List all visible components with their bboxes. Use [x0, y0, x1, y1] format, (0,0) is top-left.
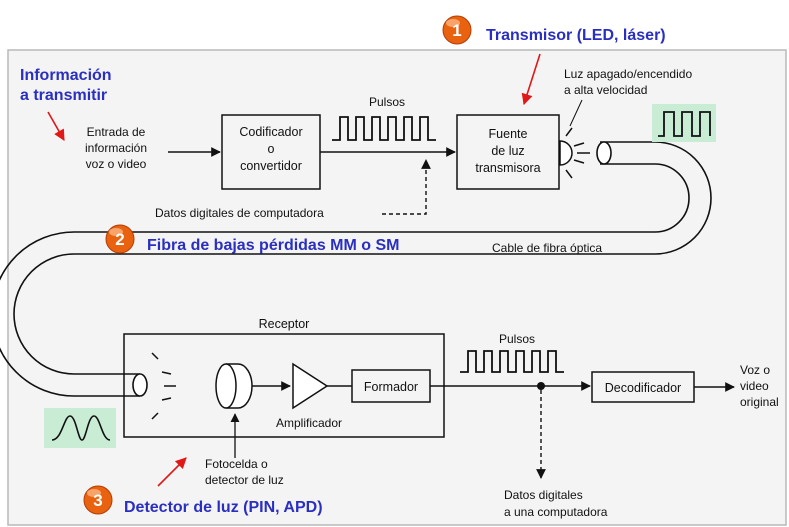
light-rays-icon — [565, 127, 590, 179]
fiber-cable — [0, 141, 712, 397]
shaper-label: Formador — [364, 380, 418, 394]
encoder-label-3: convertidor — [240, 159, 302, 173]
decoder-box — [591, 371, 695, 403]
pulse-train-top — [332, 116, 436, 141]
received-pulse-wave — [51, 415, 111, 441]
info-callout-2: a transmitir — [20, 87, 107, 104]
info-red-arrow — [47, 111, 65, 141]
output-label-3: original — [740, 395, 779, 409]
receptor-label: Receptor — [259, 317, 310, 331]
detector-callout: Detector de luz (PIN, APD) — [124, 499, 323, 516]
digital-out-label-1: Datos digitales — [504, 488, 583, 502]
photocell-label-2: detector de luz — [205, 473, 284, 487]
decoder-label: Decodificador — [605, 381, 681, 395]
light-label-leader — [569, 99, 583, 127]
digital-in-dashed-arrow — [382, 159, 431, 215]
amplifier-label: Amplificador — [276, 416, 342, 430]
source-label-3: transmisora — [475, 161, 540, 175]
light-source-box — [456, 114, 560, 190]
output-label-2: video — [740, 379, 769, 393]
photocell-label-1: Fotocelda o — [205, 457, 268, 471]
led-emitter-icon — [559, 140, 573, 166]
shaper-box — [351, 369, 431, 403]
badge-3: 3 — [83, 485, 113, 515]
pulses-bottom-label: Pulsos — [499, 332, 535, 346]
detector-red-arrow — [157, 457, 187, 487]
source-label-2: de luz — [491, 144, 524, 158]
pulse-train-bottom — [460, 350, 564, 373]
badge-1: 1 — [442, 15, 472, 45]
badge-1-number: 1 — [452, 21, 461, 40]
fiber-end-transmitter — [596, 141, 612, 165]
pulse-highlight-bottom — [44, 408, 116, 448]
badge-2-number: 2 — [115, 230, 124, 249]
output-label-1: Voz o — [740, 363, 770, 377]
receiver-light-rays-icon — [151, 352, 176, 420]
light-label-2: a alta velocidad — [564, 83, 647, 97]
badge-2: 2 — [105, 224, 135, 254]
source-label-1: Fuente — [489, 127, 528, 141]
transmitter-callout: Transmisor (LED, láser) — [486, 27, 666, 44]
badge-3-number: 3 — [93, 491, 102, 510]
input-label-3: voz o video — [86, 157, 147, 171]
input-label-1: Entrada de — [87, 125, 146, 139]
digital-in-label: Datos digitales de computadora — [155, 206, 324, 220]
junction-dot — [537, 382, 545, 390]
fiber-end-receiver — [132, 373, 148, 397]
fiber-callout: Fibra de bajas pérdidas MM o SM — [147, 237, 400, 254]
amplifier-icon — [292, 362, 329, 410]
info-callout-1: Información — [20, 67, 112, 84]
photocell-icon — [215, 363, 253, 409]
encoder-box — [221, 114, 321, 190]
light-label-1: Luz apagado/encendido — [564, 67, 692, 81]
encoder-label-1: Codificador — [239, 125, 302, 139]
pulses-top-label: Pulsos — [369, 95, 405, 109]
pulse-train-fiber — [658, 111, 711, 137]
encoder-label-2: o — [268, 142, 275, 156]
input-label-2: información — [85, 141, 147, 155]
digital-out-label-2: a una computadora — [504, 505, 608, 519]
transmitter-red-arrow — [521, 53, 541, 106]
cable-label: Cable de fibra óptica — [492, 241, 602, 255]
